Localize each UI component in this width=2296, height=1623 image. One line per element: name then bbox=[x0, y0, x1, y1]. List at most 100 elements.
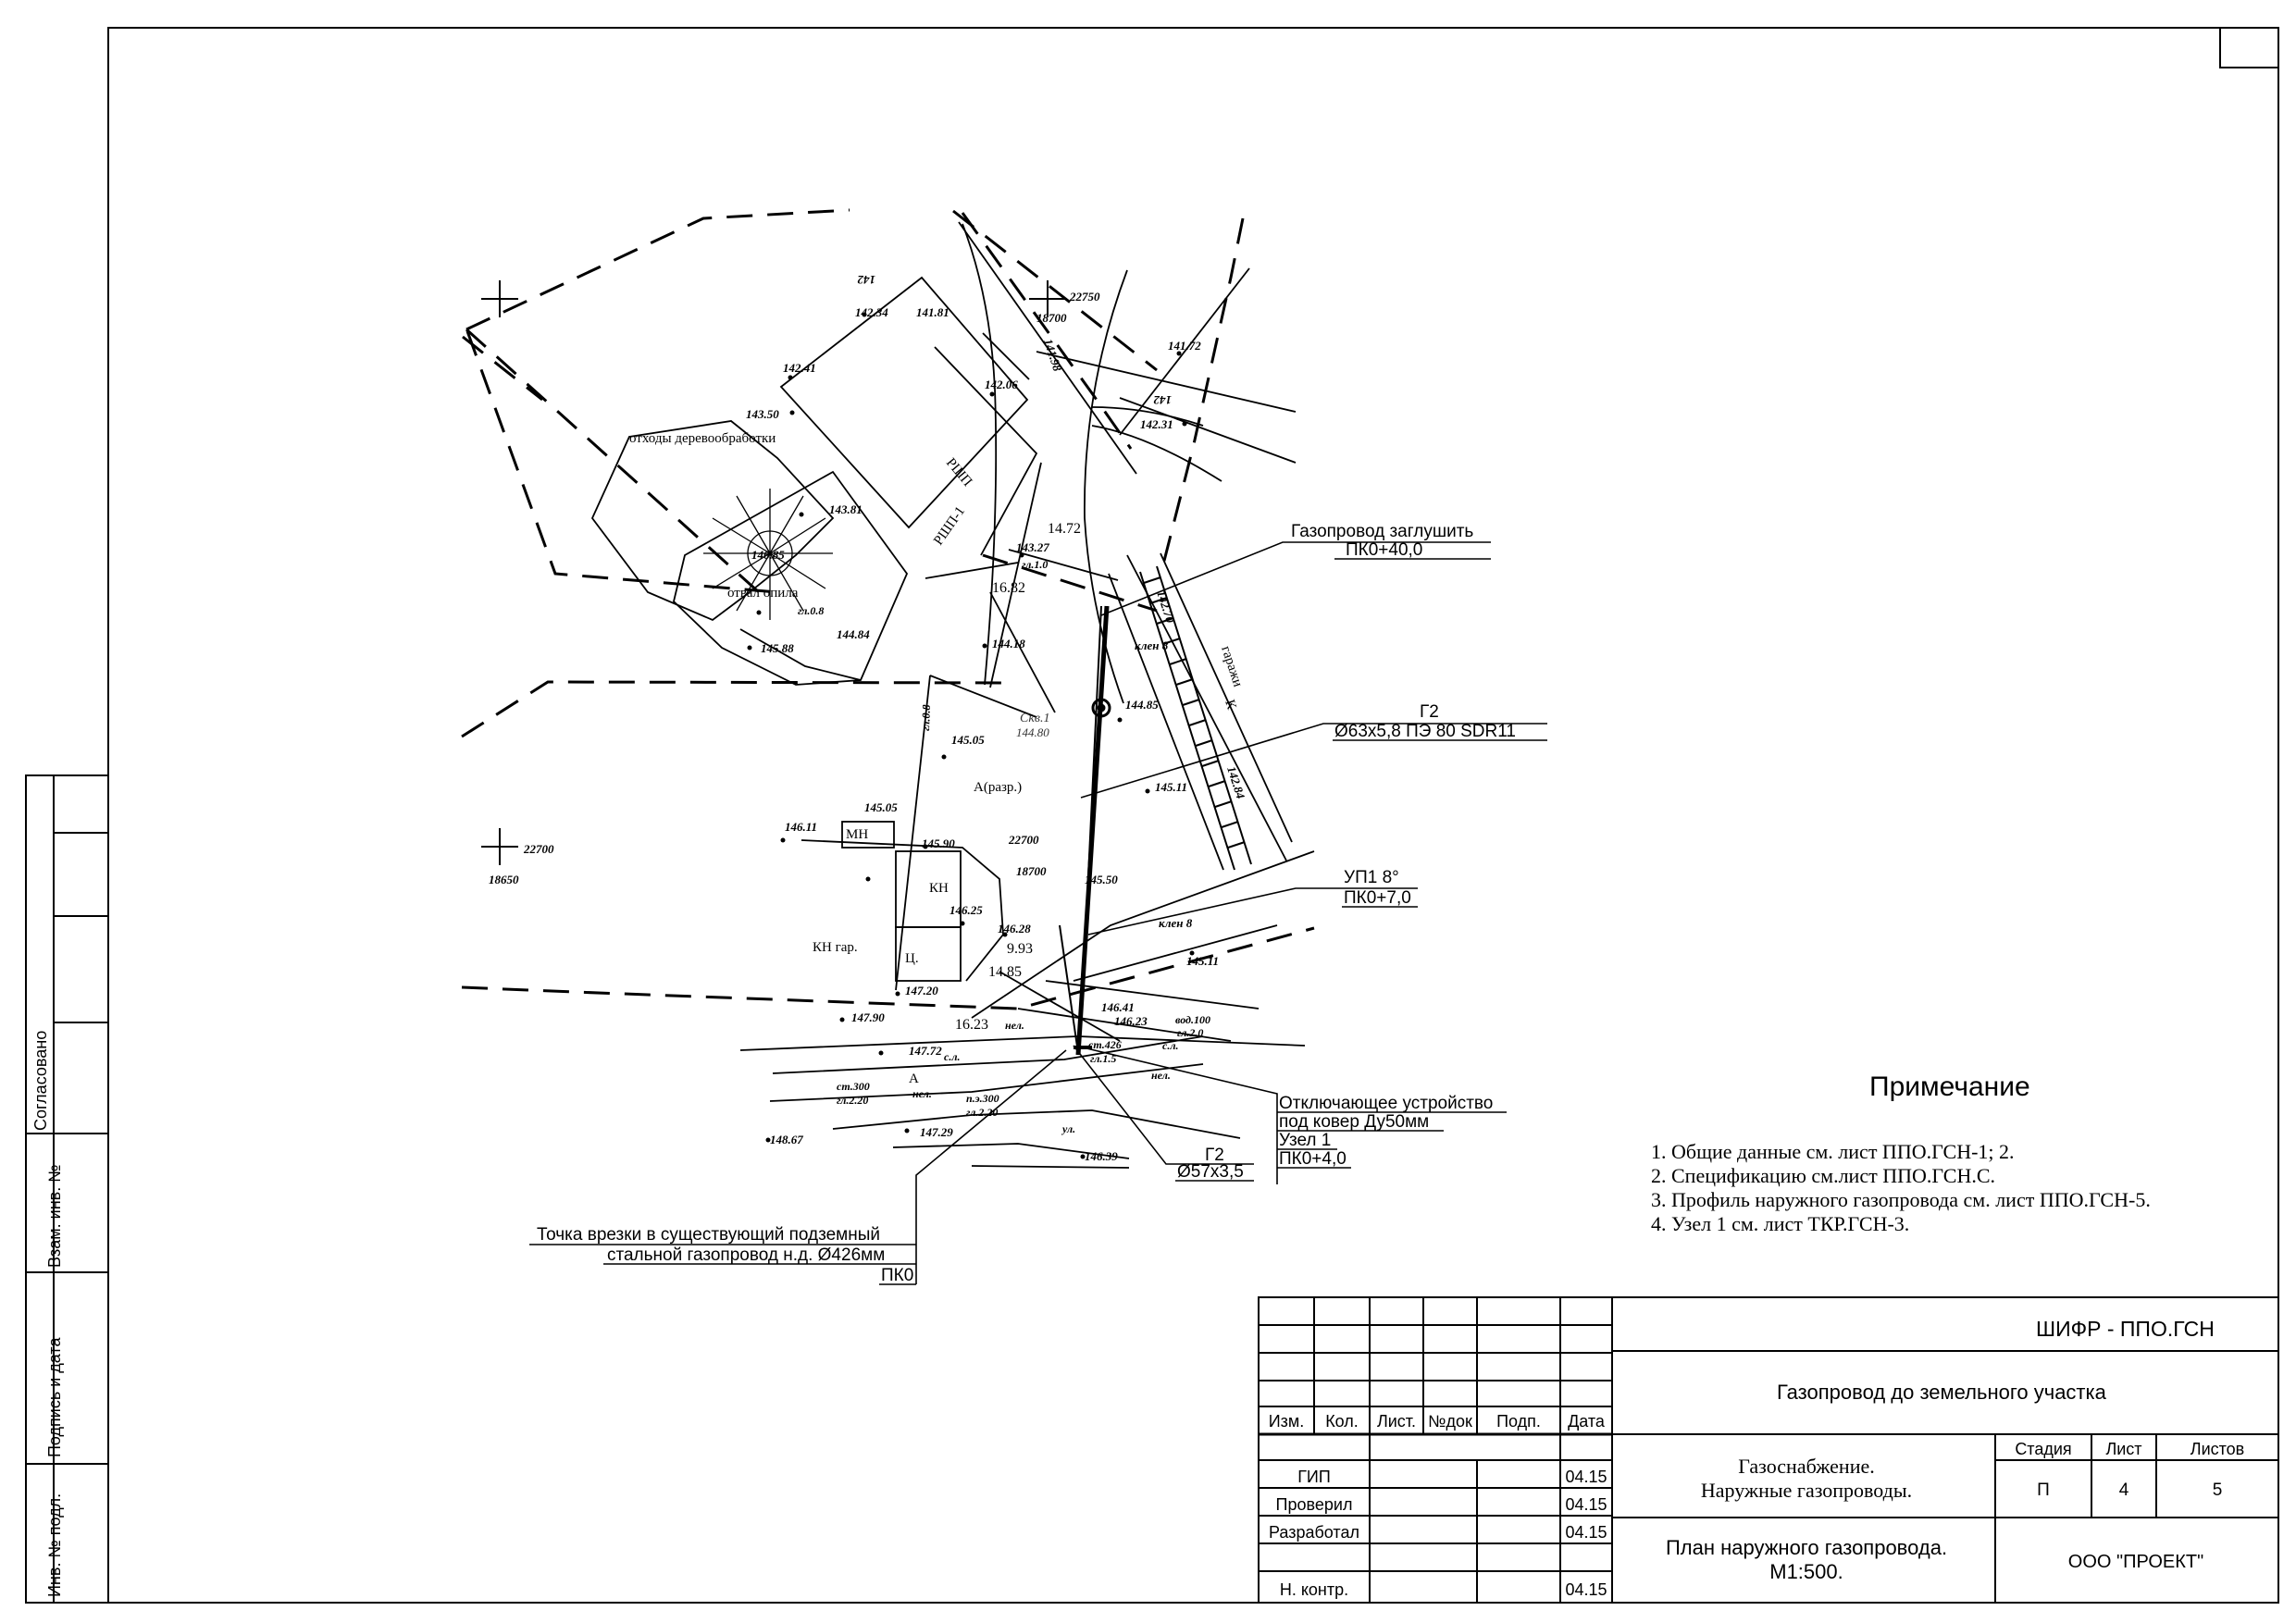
date-developed: 04.15 bbox=[1565, 1523, 1607, 1542]
contour-142-a: 142 bbox=[857, 273, 875, 287]
elev-14511a: 145.11 bbox=[1155, 780, 1187, 794]
project-title: Газопровод до земельного участка bbox=[1777, 1381, 2107, 1404]
elevation-dots bbox=[747, 312, 1195, 1159]
klen-label-1: клен 8 bbox=[1135, 638, 1169, 652]
shutoff-node: Узел 1 bbox=[1279, 1131, 1331, 1150]
doc-code: ШИФР - ППО.ГСН bbox=[2036, 1317, 2215, 1341]
ul-label: ул. bbox=[1061, 1122, 1075, 1135]
tie-in-pk: ПК0 bbox=[881, 1266, 913, 1285]
notes-list: 1. Общие данные см. лист ППО.ГСН-1; 2. 2… bbox=[1651, 1140, 2151, 1235]
elev-14231: 142.31 bbox=[1140, 417, 1173, 431]
date-norm-control: 04.15 bbox=[1565, 1580, 1607, 1599]
garages-label: гаражи bbox=[1218, 644, 1245, 688]
grid-e-3: 18700 bbox=[1016, 864, 1047, 878]
elev-14505a: 145.05 bbox=[951, 733, 985, 747]
note-item-1: 1. Общие данные см. лист ППО.ГСН-1; 2. bbox=[1651, 1140, 2015, 1163]
sheet-header: Лист bbox=[2105, 1440, 2141, 1458]
el-label-2: с.л. bbox=[1162, 1039, 1178, 1052]
gl08-label-a: гл.0.8 bbox=[919, 704, 933, 731]
st300-label: ст.300 bbox=[837, 1080, 870, 1093]
elev-14480: 144.80 bbox=[1016, 725, 1049, 739]
dim-1485: 14.85 bbox=[988, 964, 1022, 980]
elev-14172: 141.72 bbox=[1168, 339, 1201, 353]
shutoff-line-1: Отключающее устройство bbox=[1279, 1094, 1493, 1113]
st426-label: ст.426 bbox=[1088, 1038, 1122, 1051]
gl20-label-a: гл.2.0 bbox=[1177, 1026, 1203, 1039]
notes-title: Примечание bbox=[1869, 1072, 2030, 1102]
sheet-title-line-2: М1:500. bbox=[1769, 1560, 1843, 1583]
elev-14234: 142.34 bbox=[855, 305, 888, 319]
elev-14511b: 145.11 bbox=[1186, 954, 1219, 968]
garage-hatch bbox=[1139, 565, 1252, 871]
elev-14241: 142.41 bbox=[783, 361, 816, 375]
sheets-value: 5 bbox=[2213, 1481, 2223, 1500]
stage-header: Стадия bbox=[2015, 1440, 2071, 1458]
vzam-inv-label: Взам. инв. № bbox=[45, 1164, 64, 1268]
shutoff-pk: ПК0+4,0 bbox=[1279, 1149, 1347, 1169]
sheet-frame bbox=[107, 27, 2279, 1604]
sheet-value: 4 bbox=[2119, 1481, 2129, 1500]
date-checked: 04.15 bbox=[1565, 1495, 1607, 1514]
elev-14611: 146.11 bbox=[785, 820, 817, 834]
elev-14327: 143.27 bbox=[1016, 540, 1049, 554]
tie-in-line-1: Точка врезки в существующий подземный bbox=[537, 1225, 880, 1245]
elev-14729: 147.29 bbox=[920, 1125, 953, 1139]
elevation-labels: 142.34 141.81 142.41 143.50 143.81 146.8… bbox=[746, 305, 1248, 1163]
section-line-2: Наружные газопроводы. bbox=[1701, 1479, 1912, 1502]
role-norm-control: Н. контр. bbox=[1280, 1580, 1348, 1599]
kn-gar-label: КН гар. bbox=[813, 940, 858, 955]
grid-e-2: 18650 bbox=[489, 873, 519, 886]
grid-n-3: 22700 bbox=[1008, 833, 1039, 847]
mn-label: МН bbox=[846, 827, 868, 842]
elev-14270: 142.70 bbox=[1154, 588, 1177, 625]
note-item-3: 3. Профиль наружного газопровода см. лис… bbox=[1651, 1188, 2151, 1211]
gl08-label-b: гл.0.8 bbox=[798, 604, 824, 617]
building-a-label: А(разр.) bbox=[974, 780, 1022, 795]
date-gip: 04.15 bbox=[1565, 1468, 1607, 1486]
elev-14588: 145.88 bbox=[761, 641, 794, 655]
waste-label-1: отходы деревообработки bbox=[629, 431, 776, 446]
gl220-label-b: гл.2.20 bbox=[966, 1106, 998, 1119]
elev-14485: 144.85 bbox=[1125, 698, 1159, 712]
kn-label: КН bbox=[929, 881, 949, 896]
elev-14639: 146.39 bbox=[1085, 1149, 1118, 1163]
company-name: ООО "ПРОЕКТ" bbox=[2068, 1552, 2203, 1572]
hdr-kol: Кол. bbox=[1325, 1412, 1359, 1431]
elev-14623: 146.23 bbox=[1114, 1014, 1148, 1028]
hdr-list: Лист. bbox=[1377, 1412, 1416, 1431]
klen-label-2: клен 8 bbox=[1159, 916, 1193, 930]
elev-14590: 145.90 bbox=[922, 836, 955, 850]
up1-label: УП1 8° bbox=[1344, 868, 1399, 887]
gas-pipeline-route bbox=[1059, 605, 1111, 1056]
pe300-label: п.э.300 bbox=[966, 1092, 999, 1105]
shutoff-line-2: под ковер Ду50мм bbox=[1279, 1112, 1429, 1132]
elev-14628: 146.28 bbox=[998, 922, 1031, 935]
elev-14685: 146.85 bbox=[751, 548, 785, 562]
elev-14418: 144.18 bbox=[992, 637, 1025, 650]
side-stamp-strip bbox=[25, 774, 109, 1604]
grid-e-1: 18700 bbox=[1036, 311, 1067, 325]
g2-steel-spec: Ø57x3,5 bbox=[1177, 1162, 1244, 1182]
elev-14720: 147.20 bbox=[905, 984, 938, 997]
grid-crosses bbox=[481, 280, 1066, 865]
sign-date-label: Подпись и дата bbox=[45, 1337, 64, 1457]
hdr-izm: Изм. bbox=[1269, 1412, 1305, 1431]
g2-pe-label: Г2 bbox=[1420, 702, 1439, 722]
garage-hatch-rungs bbox=[1143, 576, 1246, 849]
note-item-4: 4. Узел 1 см. лист ТКР.ГСН-3. bbox=[1651, 1212, 1909, 1235]
waste-radial-pile bbox=[703, 489, 833, 620]
elev-14641: 146.41 bbox=[1101, 1000, 1135, 1014]
callout-texts: Газопровод заглушить ПК0+40,0 Г2 Ø63x5,8… bbox=[537, 522, 1516, 1285]
grid-n-2: 22700 bbox=[523, 842, 554, 856]
elev-14550: 145.50 bbox=[1085, 873, 1118, 886]
skv-label: Скв.1 bbox=[1020, 712, 1049, 725]
grid-n-1: 22750 bbox=[1069, 290, 1100, 304]
dimension-labels: 14.72 16.82 9.93 14.85 16.23 bbox=[955, 521, 1081, 1033]
hdr-ndok: №док bbox=[1428, 1412, 1472, 1431]
dim-993: 9.93 bbox=[1007, 941, 1033, 957]
elev-14625: 146.25 bbox=[949, 903, 983, 917]
sheet-title-line-1: План наружного газопровода. bbox=[1666, 1536, 1947, 1559]
sheets-header: Листов bbox=[2191, 1440, 2244, 1458]
plan-lines bbox=[590, 221, 1315, 1169]
